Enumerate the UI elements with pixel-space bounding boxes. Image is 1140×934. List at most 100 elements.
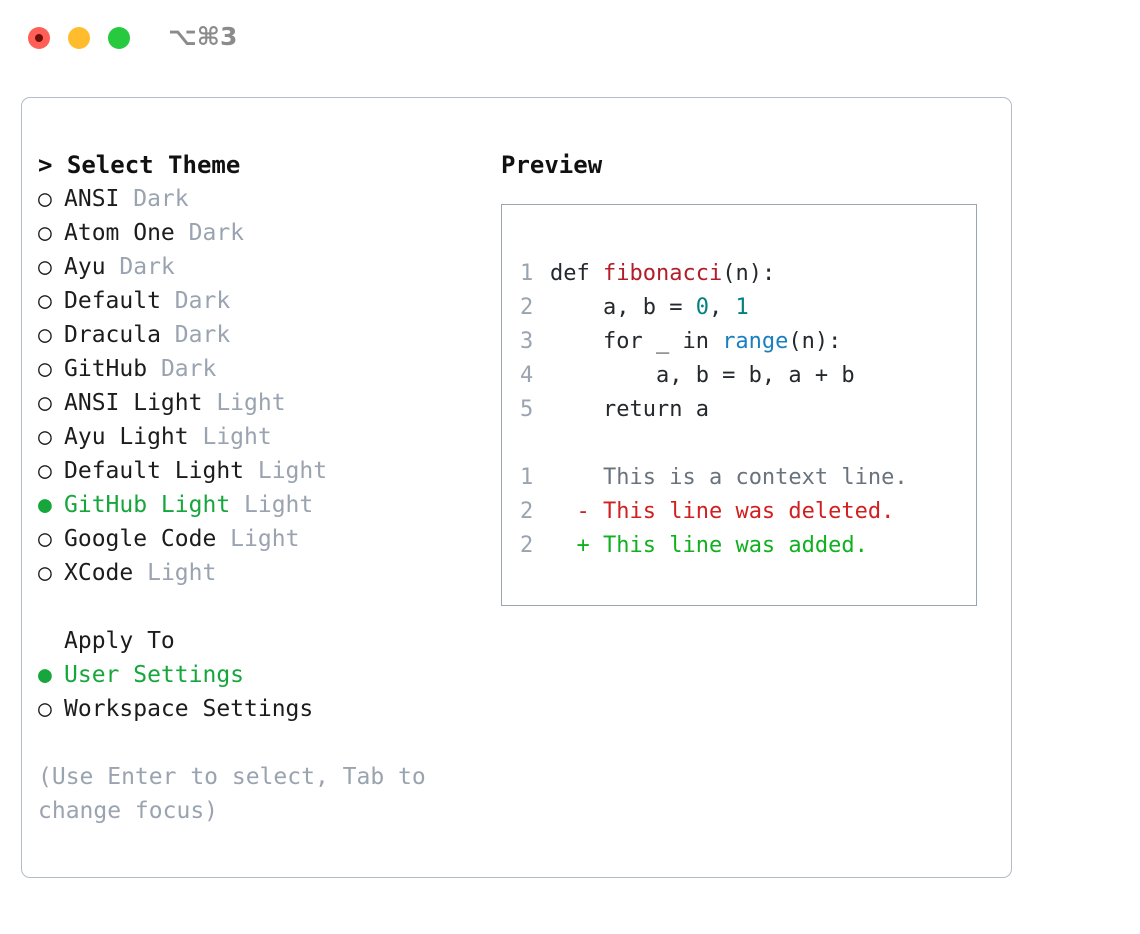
code-token-plain: def	[550, 261, 603, 286]
window-controls	[28, 27, 130, 49]
diff-text: This line was added.	[589, 533, 868, 558]
theme-item-variant-tag: Dark	[119, 186, 189, 212]
diff-line-deleted: 2 - This line was deleted.	[520, 495, 976, 529]
apply-to-list: ● User Settings ○ Workspace Settings	[38, 658, 478, 726]
code-token-num: 0	[695, 295, 709, 320]
code-line-number: 3	[520, 329, 534, 354]
diff-text: This line was deleted.	[589, 499, 895, 524]
theme-item-ansi[interactable]: ○ ANSI Dark	[38, 182, 478, 216]
theme-item-dracula[interactable]: ○Dracula Dark	[38, 318, 478, 352]
diff-line-context: 1 This is a context line.	[520, 461, 976, 495]
theme-item-label: Default	[64, 288, 161, 314]
theme-item-label: Atom One	[64, 220, 175, 246]
radio-unselected-icon: ○	[38, 424, 52, 450]
code-diff-gap	[520, 427, 976, 461]
diff-sign: -	[550, 499, 590, 524]
theme-item-default[interactable]: ○ Default Dark	[38, 284, 478, 318]
theme-item-default-light[interactable]: ○ Default Light Light	[38, 454, 478, 488]
theme-item-label: Google Code	[64, 526, 217, 552]
theme-list: ○ANSI Dark○Atom One Dark○Ayu Dark○Defaul…	[38, 182, 478, 590]
theme-item-xcode[interactable]: ○ XCode Light	[38, 556, 478, 590]
theme-item-label: GitHub Light	[64, 492, 231, 518]
apply-to-item-user-settings[interactable]: ● User Settings	[38, 658, 478, 692]
radio-unselected-icon: ○	[38, 526, 52, 552]
theme-item-label: XCode	[64, 560, 134, 586]
radio-unselected-icon: ○	[38, 322, 52, 348]
theme-item-github-light[interactable]: ● GitHub Light Light	[38, 488, 478, 522]
diff-text: This is a context line.	[589, 465, 908, 490]
apply-to-header: Apply To	[64, 628, 175, 654]
theme-item-ayu-light[interactable]: ○ Ayu Light Light	[38, 420, 478, 454]
code-line: 1 def fibonacci(n):	[520, 257, 976, 291]
theme-item-ansi-light[interactable]: ○ANSI Light Light	[38, 386, 478, 420]
theme-item-label: Ayu Light	[64, 424, 189, 450]
theme-item-variant-tag: Light	[133, 560, 217, 586]
code-token-plain: ,	[708, 295, 736, 320]
code-token-plain: (n):	[788, 329, 842, 354]
apply-to-item-label: Workspace Settings	[64, 696, 314, 722]
code-line: 5 return a	[520, 393, 976, 427]
theme-item-label: ANSI Light	[64, 390, 203, 416]
apply-to-item-workspace-settings[interactable]: ○ Workspace Settings	[38, 692, 478, 726]
theme-item-variant-tag: Dark	[147, 356, 217, 382]
radio-unselected-icon: ○	[38, 288, 52, 314]
radio-unselected-icon: ○	[38, 560, 52, 586]
radio-unselected-icon: ○	[38, 458, 52, 484]
theme-item-github[interactable]: ○ GitHub Dark	[38, 352, 478, 386]
theme-item-variant-tag: Dark	[174, 220, 245, 246]
radio-unselected-icon: ○	[38, 186, 52, 212]
code-line-number: 4	[520, 363, 534, 388]
code-line-number: 1	[520, 261, 534, 286]
code-line-number: 2	[520, 295, 534, 320]
code-token-plain: (n):	[722, 261, 776, 286]
maximize-button[interactable]	[108, 27, 130, 49]
diff-line-number: 1	[520, 465, 534, 490]
diff-line-number: 2	[520, 533, 534, 558]
apply-to-item-label: User Settings	[64, 662, 245, 688]
title-bar: ⌥⌘3	[0, 0, 1140, 78]
preview-title: Preview	[501, 151, 603, 179]
radio-selected-icon: ●	[38, 492, 52, 518]
code-token-fn: fibonacci	[602, 261, 723, 286]
select-theme-header: > Select Theme	[38, 151, 241, 179]
diff-sample: 1 This is a context line.2 - This line w…	[520, 461, 976, 563]
theme-item-variant-tag: Dark	[160, 322, 231, 348]
hint-spacer	[38, 726, 478, 760]
theme-item-label: Default Light	[64, 458, 245, 484]
code-line: 4 a, b = b, a + b	[520, 359, 976, 393]
code-token-call: range	[722, 329, 789, 354]
code-line: 2 a, b = 0, 1	[520, 291, 976, 325]
theme-picker-panel: > Select Theme ○ANSI Dark○Atom One Dark○…	[21, 97, 1012, 878]
theme-item-label: ANSI	[64, 186, 120, 212]
diff-sign: +	[550, 533, 590, 558]
theme-item-variant-tag: Light	[202, 390, 286, 416]
diff-sign	[550, 465, 590, 490]
theme-item-variant-tag: Light	[244, 458, 328, 484]
radio-selected-icon: ●	[38, 662, 52, 688]
code-token-num: 1	[735, 295, 749, 320]
code-token-plain: a, b =	[550, 295, 696, 320]
radio-unselected-icon: ○	[38, 356, 52, 382]
theme-item-google-code[interactable]: ○Google Code Light	[38, 522, 478, 556]
theme-item-variant-tag: Dark	[160, 288, 231, 314]
code-token-plain: return a	[550, 397, 709, 422]
keyboard-hint: (Use Enter to select, Tab to change focu…	[38, 764, 426, 824]
radio-unselected-icon: ○	[38, 696, 52, 722]
close-button[interactable]	[28, 27, 50, 49]
theme-item-variant-tag: Light	[188, 424, 272, 450]
theme-item-label: GitHub	[64, 356, 148, 382]
theme-item-ayu[interactable]: ○Ayu Dark	[38, 250, 478, 284]
theme-item-variant-tag: Light	[230, 492, 314, 518]
keyboard-shortcut-label: ⌥⌘3	[168, 22, 238, 51]
theme-item-label: Ayu	[64, 254, 106, 280]
code-token-plain: for _ in	[550, 329, 723, 354]
minimize-button[interactable]	[68, 27, 90, 49]
theme-item-atom-one[interactable]: ○ Atom One Dark	[38, 216, 478, 250]
theme-item-variant-tag: Dark	[105, 254, 175, 280]
theme-list-column: > Select Theme ○ANSI Dark○Atom One Dark○…	[38, 148, 478, 828]
list-spacer	[38, 590, 478, 624]
radio-unselected-icon: ○	[38, 220, 52, 246]
